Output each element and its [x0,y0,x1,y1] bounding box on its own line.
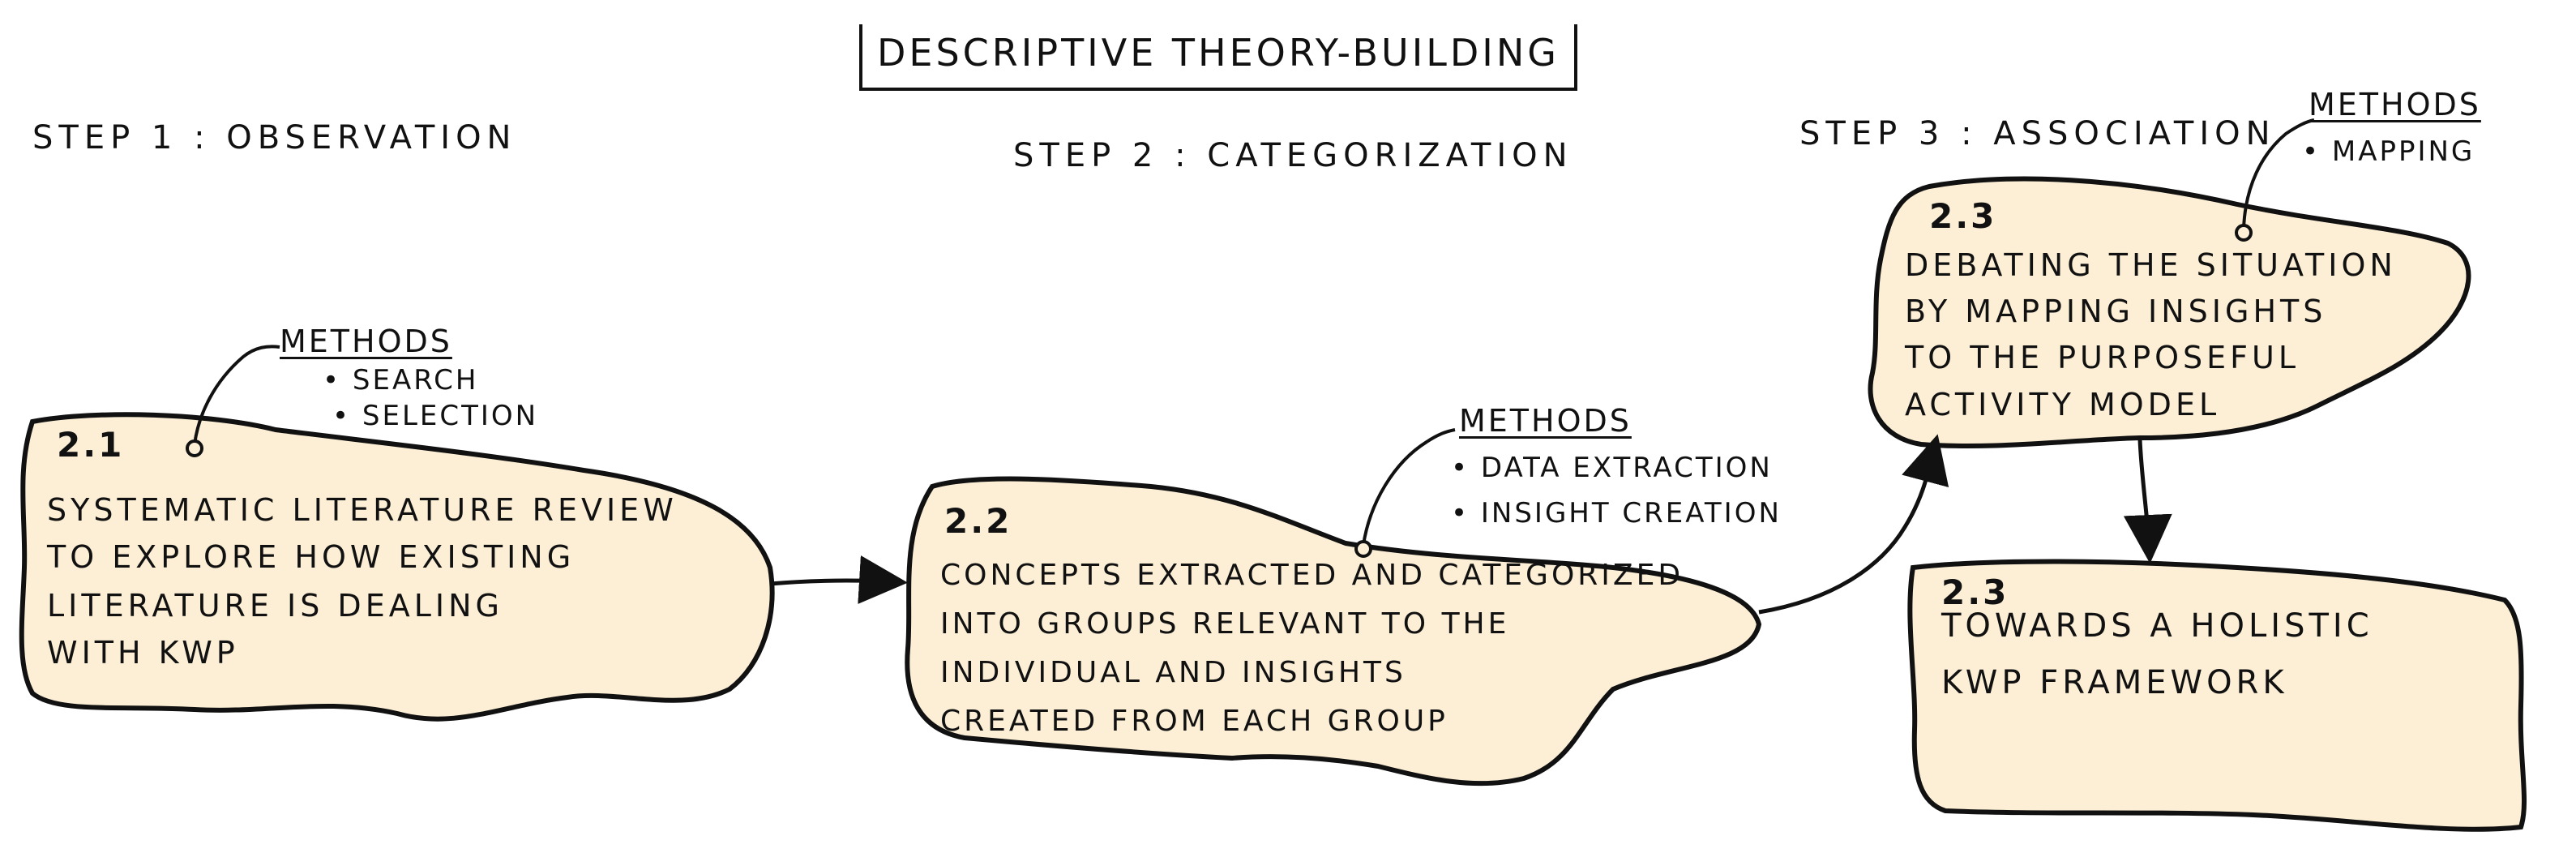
methods-item-selection: Selection [362,400,539,432]
node-shape-2-3-top [1868,176,2471,449]
node-2-3-top-line-3: to the purposeful [1905,340,2300,375]
node-shape-2-3-bottom [1907,559,2527,832]
node-2-3-top-line-1: Debating the situation [1905,247,2397,283]
methods-item-search: Search [352,364,479,396]
arrow-2-1-to-2-2 [769,555,908,604]
node-2-3-bottom-line-1: Towards a holistic [1941,607,2373,645]
methods-callout-anchor-2-3 [2235,224,2253,242]
node-shape-2-1 [19,412,775,722]
node-2-1-line-1: Systematic literature review [47,492,678,528]
methods-bullet-2-1-a: • Search [323,364,479,396]
node-2-1-line-3: literature is dealing [47,588,503,624]
arrow-2-3-down [2123,439,2172,564]
node-2-2-line-2: into groups relevant to the [940,607,1510,641]
methods-item-data-extraction: Data extraction [1480,452,1773,484]
step-3-label: Step 3 : Association [1799,115,2276,152]
node-2-2-line-3: individual and insights [940,656,1406,689]
methods-title-2-1: Methods [280,324,452,359]
node-number-2-3-bottom: 2.3 [1941,572,2009,612]
node-2-2-line-4: created from each group [940,705,1448,738]
node-2-1-line-2: to explore how existing [47,539,576,575]
methods-bullet-2-1-b: • Selection [332,400,539,432]
arrow-2-2-to-2-3 [1758,434,1949,615]
methods-callout-line-2-1 [193,345,280,445]
methods-item-insight-creation: Insight creation [1480,497,1782,529]
node-number-2-1: 2.1 [57,425,125,465]
methods-title-2-2: Methods [1459,403,1632,439]
node-2-3-top-line-2: by mapping insights [1905,294,2327,329]
node-2-3-top-line-4: activity model [1905,387,2221,422]
methods-bullet-2-3-a: • Mapping [2302,135,2475,168]
node-2-2-line-1: Concepts extracted and categorized [940,559,1684,592]
node-number-2-2: 2.2 [944,501,1012,541]
node-number-2-3-top: 2.3 [1929,196,1997,236]
node-2-3-bottom-line-2: KWP framework [1941,664,2288,701]
methods-title-2-3: Methods [2309,87,2481,122]
node-shape-2-2 [905,476,1762,787]
step-1-label: Step 1 : Observation [32,119,517,156]
step-2-label: Step 2 : Categorization [1013,137,1573,174]
methods-bullet-2-2-a: • Data extraction [1451,452,1773,484]
methods-callout-anchor-2-2 [1354,540,1372,558]
methods-callout-line-2-3 [2242,118,2315,229]
page-title: Descriptive theory-building [859,24,1577,91]
methods-callout-line-2-2 [1362,428,1456,546]
node-2-1-line-4: with KWP [47,635,239,671]
methods-bullet-2-2-b: • Insight creation [1451,497,1782,529]
methods-callout-anchor-2-1 [186,439,203,457]
methods-item-mapping: Mapping [2331,135,2475,168]
